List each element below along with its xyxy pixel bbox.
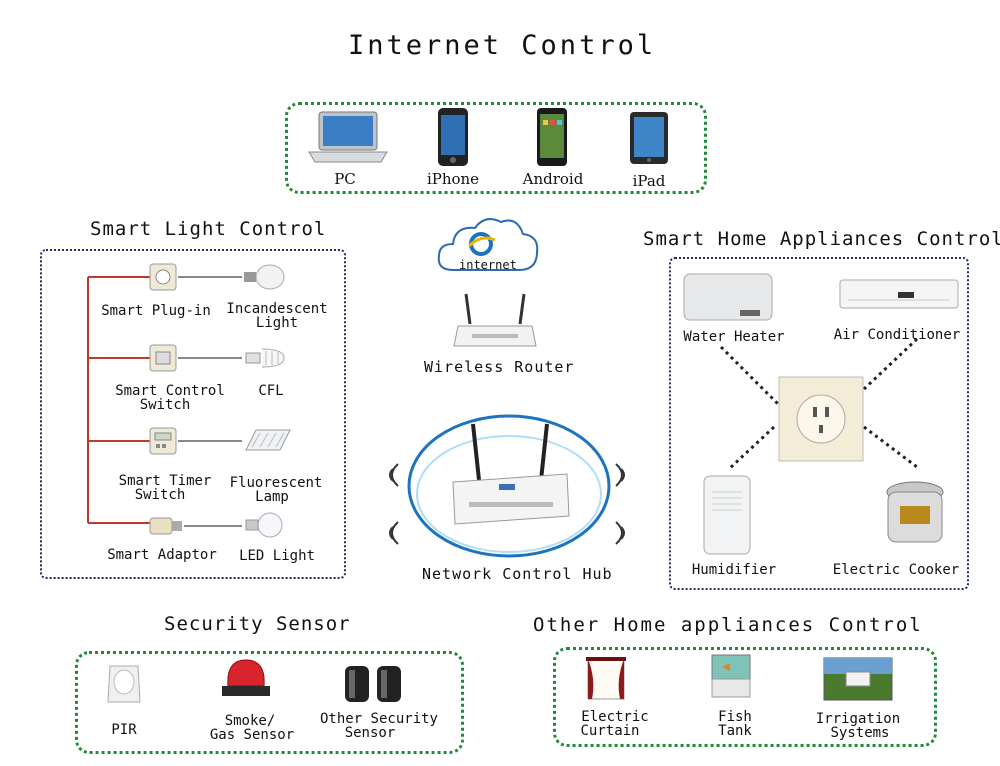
label-electric-cooker: Electric Cooker: [832, 562, 960, 578]
wifi-signal-icon: [382, 518, 402, 548]
connector-line: [178, 440, 242, 442]
connector-line: [184, 525, 242, 527]
smoke-gas-sensor-icon: [218, 656, 274, 702]
device-label-pc: PC: [334, 170, 356, 188]
smart-light-title: Smart Light Control: [90, 218, 327, 240]
network-hub-icon: [445, 420, 575, 530]
smart-timer-switch-icon: [148, 426, 178, 456]
label-other-security-line2: Sensor: [344, 725, 396, 741]
label-pir: PIR: [111, 722, 137, 738]
label-irrigation-line1: Irrigation: [815, 711, 901, 727]
label-smoke-line2: Gas Sensor: [209, 727, 295, 743]
smart-light-box: [40, 249, 346, 579]
fluorescent-lamp-icon: [242, 426, 292, 456]
wifi-signal-icon: [612, 518, 632, 548]
electric-cooker-icon: [880, 478, 950, 550]
label-fluorescent-line2: Lamp: [255, 489, 289, 505]
label-irrigation-line2: Systems: [830, 725, 890, 741]
device-label-iphone: iPhone: [426, 170, 480, 188]
fish-tank-icon: [710, 653, 752, 699]
cfl-bulb-icon: [240, 343, 288, 373]
security-title: Security Sensor: [164, 613, 351, 635]
label-led-light: LED Light: [239, 548, 315, 564]
connector-line: [178, 357, 242, 359]
ipad-icon: [628, 110, 670, 166]
label-cfl: CFL: [258, 383, 284, 399]
label-fluorescent-line1: Fluorescent: [229, 475, 323, 491]
incandescent-bulb-icon: [240, 262, 288, 292]
label-smart-timer-line1: Smart Timer: [118, 473, 212, 489]
iphone-icon: [436, 106, 470, 168]
humidifier-icon: [700, 474, 754, 556]
device-label-ipad: iPad: [632, 172, 666, 190]
water-heater-icon: [680, 268, 776, 324]
other-security-sensor-icon: [343, 664, 405, 704]
laptop-icon: [305, 108, 391, 166]
label-incandescent-line2: Light: [255, 315, 299, 331]
label-smart-control-line2: Switch: [139, 397, 191, 413]
label-fish-tank-line2: Tank: [718, 723, 752, 739]
network-hub-label: Network Control Hub: [422, 565, 613, 583]
other-title: Other Home appliances Control: [533, 614, 923, 636]
wall-socket-icon: [777, 375, 865, 463]
label-humidifier: Humidifier: [691, 562, 777, 578]
label-air-conditioner: Air Conditioner: [833, 327, 961, 343]
wireless-router-icon: [452, 290, 538, 354]
label-smart-plug-in: Smart Plug-in: [101, 303, 211, 319]
label-smart-timer-line2: Switch: [134, 487, 186, 503]
smart-plug-icon: [148, 262, 178, 292]
other-box: [553, 647, 937, 747]
label-incandescent-line1: Incandescent: [226, 301, 328, 317]
label-other-security-line1: Other Security: [319, 711, 438, 727]
wifi-signal-icon: [612, 460, 632, 490]
pir-sensor-icon: [104, 662, 144, 708]
smart-control-switch-icon: [148, 343, 178, 373]
wifi-signal-icon: [382, 460, 402, 490]
label-water-heater: Water Heater: [683, 329, 785, 345]
wireless-router-label: Wireless Router: [424, 358, 575, 376]
label-smart-control-line1: Smart Control: [115, 383, 225, 399]
air-conditioner-icon: [838, 278, 960, 312]
label-smart-adaptor: Smart Adaptor: [107, 547, 217, 563]
android-phone-icon: [535, 106, 569, 168]
electric-curtain-icon: [586, 655, 626, 703]
connector-line: [178, 276, 242, 278]
appliance-connector-lines: [669, 257, 969, 590]
hub-ring: [404, 412, 614, 560]
appliances-title: Smart Home Appliances Control: [643, 228, 1000, 250]
internet-label: internet: [459, 258, 517, 272]
internet-control-title: Internet Control: [348, 30, 657, 61]
label-curtain-line2: Curtain: [580, 723, 640, 739]
device-label-android: Android: [522, 170, 584, 188]
wiring-lines: [80, 265, 160, 535]
label-fish-tank-line1: Fish: [718, 709, 752, 725]
appliances-box: [669, 257, 969, 590]
internet-cloud-icon: [433, 210, 543, 280]
internet-control-box: [285, 102, 707, 194]
label-curtain-line1: Electric: [581, 709, 649, 725]
led-bulb-icon: [240, 510, 288, 540]
security-box: [75, 651, 464, 754]
irrigation-systems-icon: [822, 656, 894, 702]
smart-adaptor-icon: [146, 510, 186, 540]
label-smoke-line1: Smoke/: [224, 713, 276, 729]
